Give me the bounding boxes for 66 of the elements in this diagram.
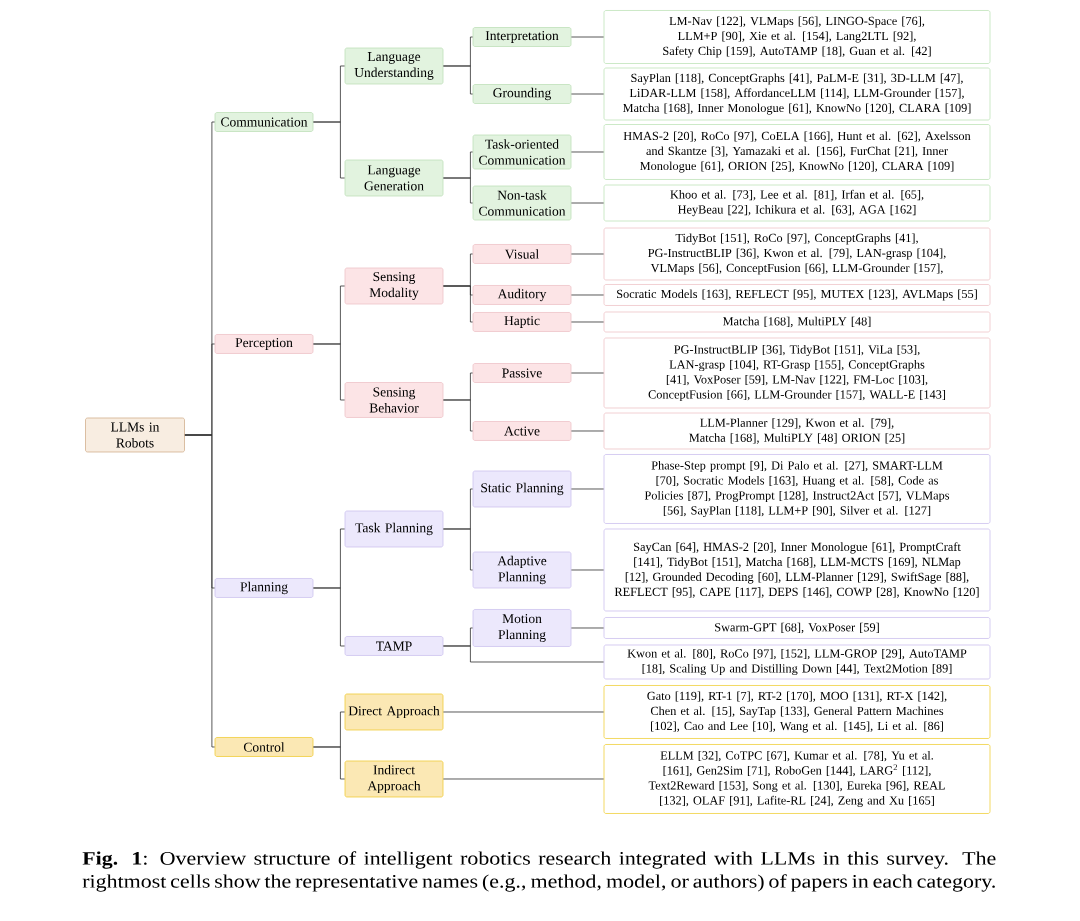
category-box: Communication (214, 112, 314, 132)
subcategory-box: Sensing Modality (344, 267, 444, 305)
topic-box: Active (472, 421, 572, 441)
tree-connector (443, 711, 604, 713)
tree-connector (313, 343, 345, 401)
tree-connector (443, 65, 473, 95)
tree-connector (571, 569, 604, 571)
topic-box: Non-task Communication (472, 185, 572, 221)
subcategory-box: Task Planning (344, 510, 444, 548)
paper-list-box: Gato [119], RT-1 [7], RT-2 [170], MOO [131], RT-X [142], Chen et al. [15], SayTap [133], General Pattern Machines [102], Cao and Lee [10], Wang et al. [145], Li et al. [86] (603, 685, 991, 739)
tree-connector (313, 121, 345, 179)
tree-connector (313, 746, 345, 780)
paper-list-box: Swarm-GPT [68], VoxPoser [59] (603, 617, 991, 639)
topic-box: Task-oriented Communication (472, 134, 572, 170)
paper-list-box: LM-Nav [122], VLMaps [56], LINGO-Space [76], LLM+P [90], Xie et al. [154], Lang2LTL [92], Safety Chip [159], AutoTAMP [18], Guan et al. [42] (603, 10, 991, 64)
topic-box: Passive (472, 363, 572, 383)
tree-connector (571, 321, 604, 323)
paper-list-box: Kwon et al. [80], RoCo [97], [152], LLM-GROP [29], AutoTAMP [18], Scaling Up and Distilling Down [44], Text2Motion [89] (603, 644, 991, 680)
tree-connector (443, 778, 604, 780)
paper-list-box: Khoo et al. [73], Lee et al. [81], Irfan et al. [65], HeyBeau [22], Ichikura et al. [63], AGA [162] (603, 184, 991, 222)
paper-list-box: SayPlan [118], ConceptGraphs [41], PaLM-E [31], 3D-LLM [47], LiDAR-LLM [158], AffordanceLLM [114], LLM-Grounder [157], Matcha [168], Inner Monologue [61], KnowNo [120], CLARA [109] (603, 67, 991, 121)
root-box: LLMs in Robots (85, 417, 185, 453)
topic-box: Motion Planning (472, 609, 572, 647)
topic-box: Visual (472, 244, 572, 264)
subcategory-box: Sensing Behavior (344, 382, 444, 418)
paper-list-box: Matcha [168], MultiPLY [48] (603, 311, 991, 333)
figure-caption: Fig. 1: Overview structure of intelligent robotics research integrated with LLMs in this survey. The rightmost cells show the representative names (e.g., method, model, or authors) of papers in each category. (82, 851, 996, 892)
subcategory-box: Language Understanding (344, 47, 444, 85)
category-box: Perception (214, 334, 314, 354)
category-box: Planning (214, 578, 314, 598)
topic-box: Auditory (472, 285, 572, 305)
tree-connector (313, 587, 345, 647)
subcategory-box: Language Generation (344, 159, 444, 197)
paper-list-box: ELLM [32], CoTPC [67], Kumar et al. [78], Yu et al. [161], Gen2Sim [71], RoboGen [144], LARG$^{2}$ [112], Text2Reward [153], Song et al. [130], Eureka [96], REAL [132], OLAF [91], Lafite-RL [24], Zeng and Xu [165] (603, 744, 991, 814)
topic-box: Static Planning (472, 470, 572, 508)
tree-connector (571, 253, 604, 255)
tree-connector (443, 645, 604, 663)
subcategory-box: Indirect Approach (344, 760, 444, 798)
tree-connector (571, 430, 604, 432)
paper-list-box: SayCan [64], HMAS-2 [20], Inner Monologue [61], PromptCraft [141], TidyBot [151], Matcha [168], LLM-MCTS [169], NLMap [12], Grounded Decoding [60], LLM-Planner [129], SwiftSage [88], REFLECT [95], CAPE [117], DEPS [146], COWP [28], KnowNo [120] (603, 528, 991, 612)
tree-connector (571, 93, 604, 95)
topic-box: Grounding (472, 84, 572, 104)
paper-list-box: PG-InstructBLIP [36], TidyBot [151], ViLa [53], LAN-grasp [104], RT-Grasp [155], ConceptGraphs [41], VoxPoser [59], LM-Nav [122], FM-Loc [103], ConceptFusion [66], LLM-Grounder [157], WALL-E [143] (603, 337, 991, 409)
category-box: Control (214, 737, 314, 757)
tree-connector (443, 399, 473, 432)
tree-connector (443, 528, 473, 571)
topic-box: Haptic (472, 312, 572, 332)
tree-connector (571, 372, 604, 374)
topic-box: Adaptive Planning (472, 551, 572, 589)
paper-list-box: Socratic Models [163], REFLECT [95], MUTEX [123], AVLMaps [55] (603, 284, 991, 306)
paper-list-box: LLM-Planner [129], Kwon et al. [79], Matcha [168], MultiPLY [48] ORION [25] (603, 412, 991, 450)
paper-list-box: Phase-Step prompt [9], Di Palo et al. [27], SMART-LLM [70], Socratic Models [163], Huang et al. [58], Code as Policies [87], ProgPrompt [128], Instruct2Act [57], VLMaps [56], SayPlan [118], LLM+P [90], Silver et al. [127] (603, 454, 991, 524)
subcategory-box: Direct Approach (344, 693, 444, 731)
paper-list-box: TidyBot [151], RoCo [97], ConceptGraphs [41], PG-InstructBLIP [36], Kwon et al. [79], LAN-grasp [104], VLMaps [56], ConceptFusion [66], LLM-Grounder [157], (603, 227, 991, 281)
tree-connector (571, 202, 604, 204)
tree-connector (571, 151, 604, 153)
subcategory-box: TAMP (344, 636, 444, 656)
tree-connector (571, 294, 604, 296)
topic-box: Interpretation (472, 27, 572, 47)
paper-list-box: HMAS-2 [20], RoCo [97], CoELA [166], Hunt et al. [62], Axelsson and Skantze [3], Yamazaki et al. [156], FurChat [21], Inner Monologue [61], ORION [25], KnowNo [120], CLARA [109] (603, 124, 991, 180)
tree-connector (571, 627, 604, 629)
tree-connector (184, 434, 215, 748)
tree-connector (443, 285, 473, 323)
tree-connector (443, 177, 473, 204)
tree-connector (571, 488, 604, 490)
tree-connector (571, 36, 604, 38)
